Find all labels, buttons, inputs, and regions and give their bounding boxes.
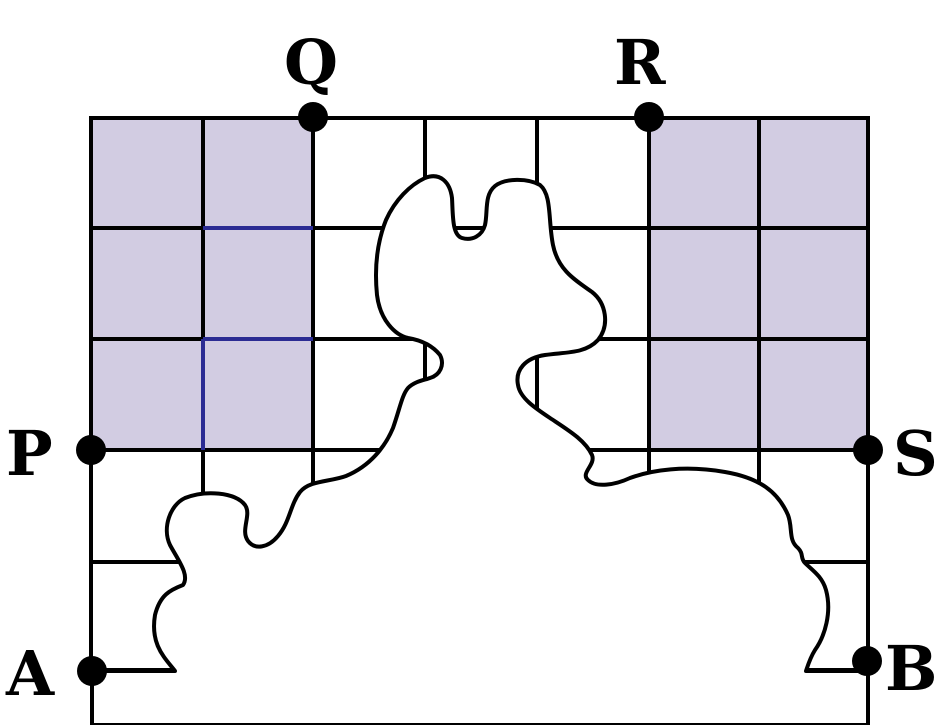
point-S-marker	[853, 435, 883, 465]
label-S: S	[893, 417, 938, 490]
point-A-marker	[77, 656, 107, 686]
label-P: P	[6, 417, 53, 490]
points	[76, 102, 883, 686]
point-P-marker	[76, 435, 106, 465]
point-R-marker	[634, 102, 664, 132]
label-R: R	[614, 26, 666, 99]
point-Q-marker	[298, 102, 328, 132]
highlighted-edges	[201, 226, 313, 450]
point-B-marker	[852, 646, 882, 676]
irregular-blob	[90, 174, 870, 725]
label-B: B	[885, 632, 937, 705]
label-Q: Q	[284, 26, 338, 99]
label-A: A	[5, 637, 55, 710]
